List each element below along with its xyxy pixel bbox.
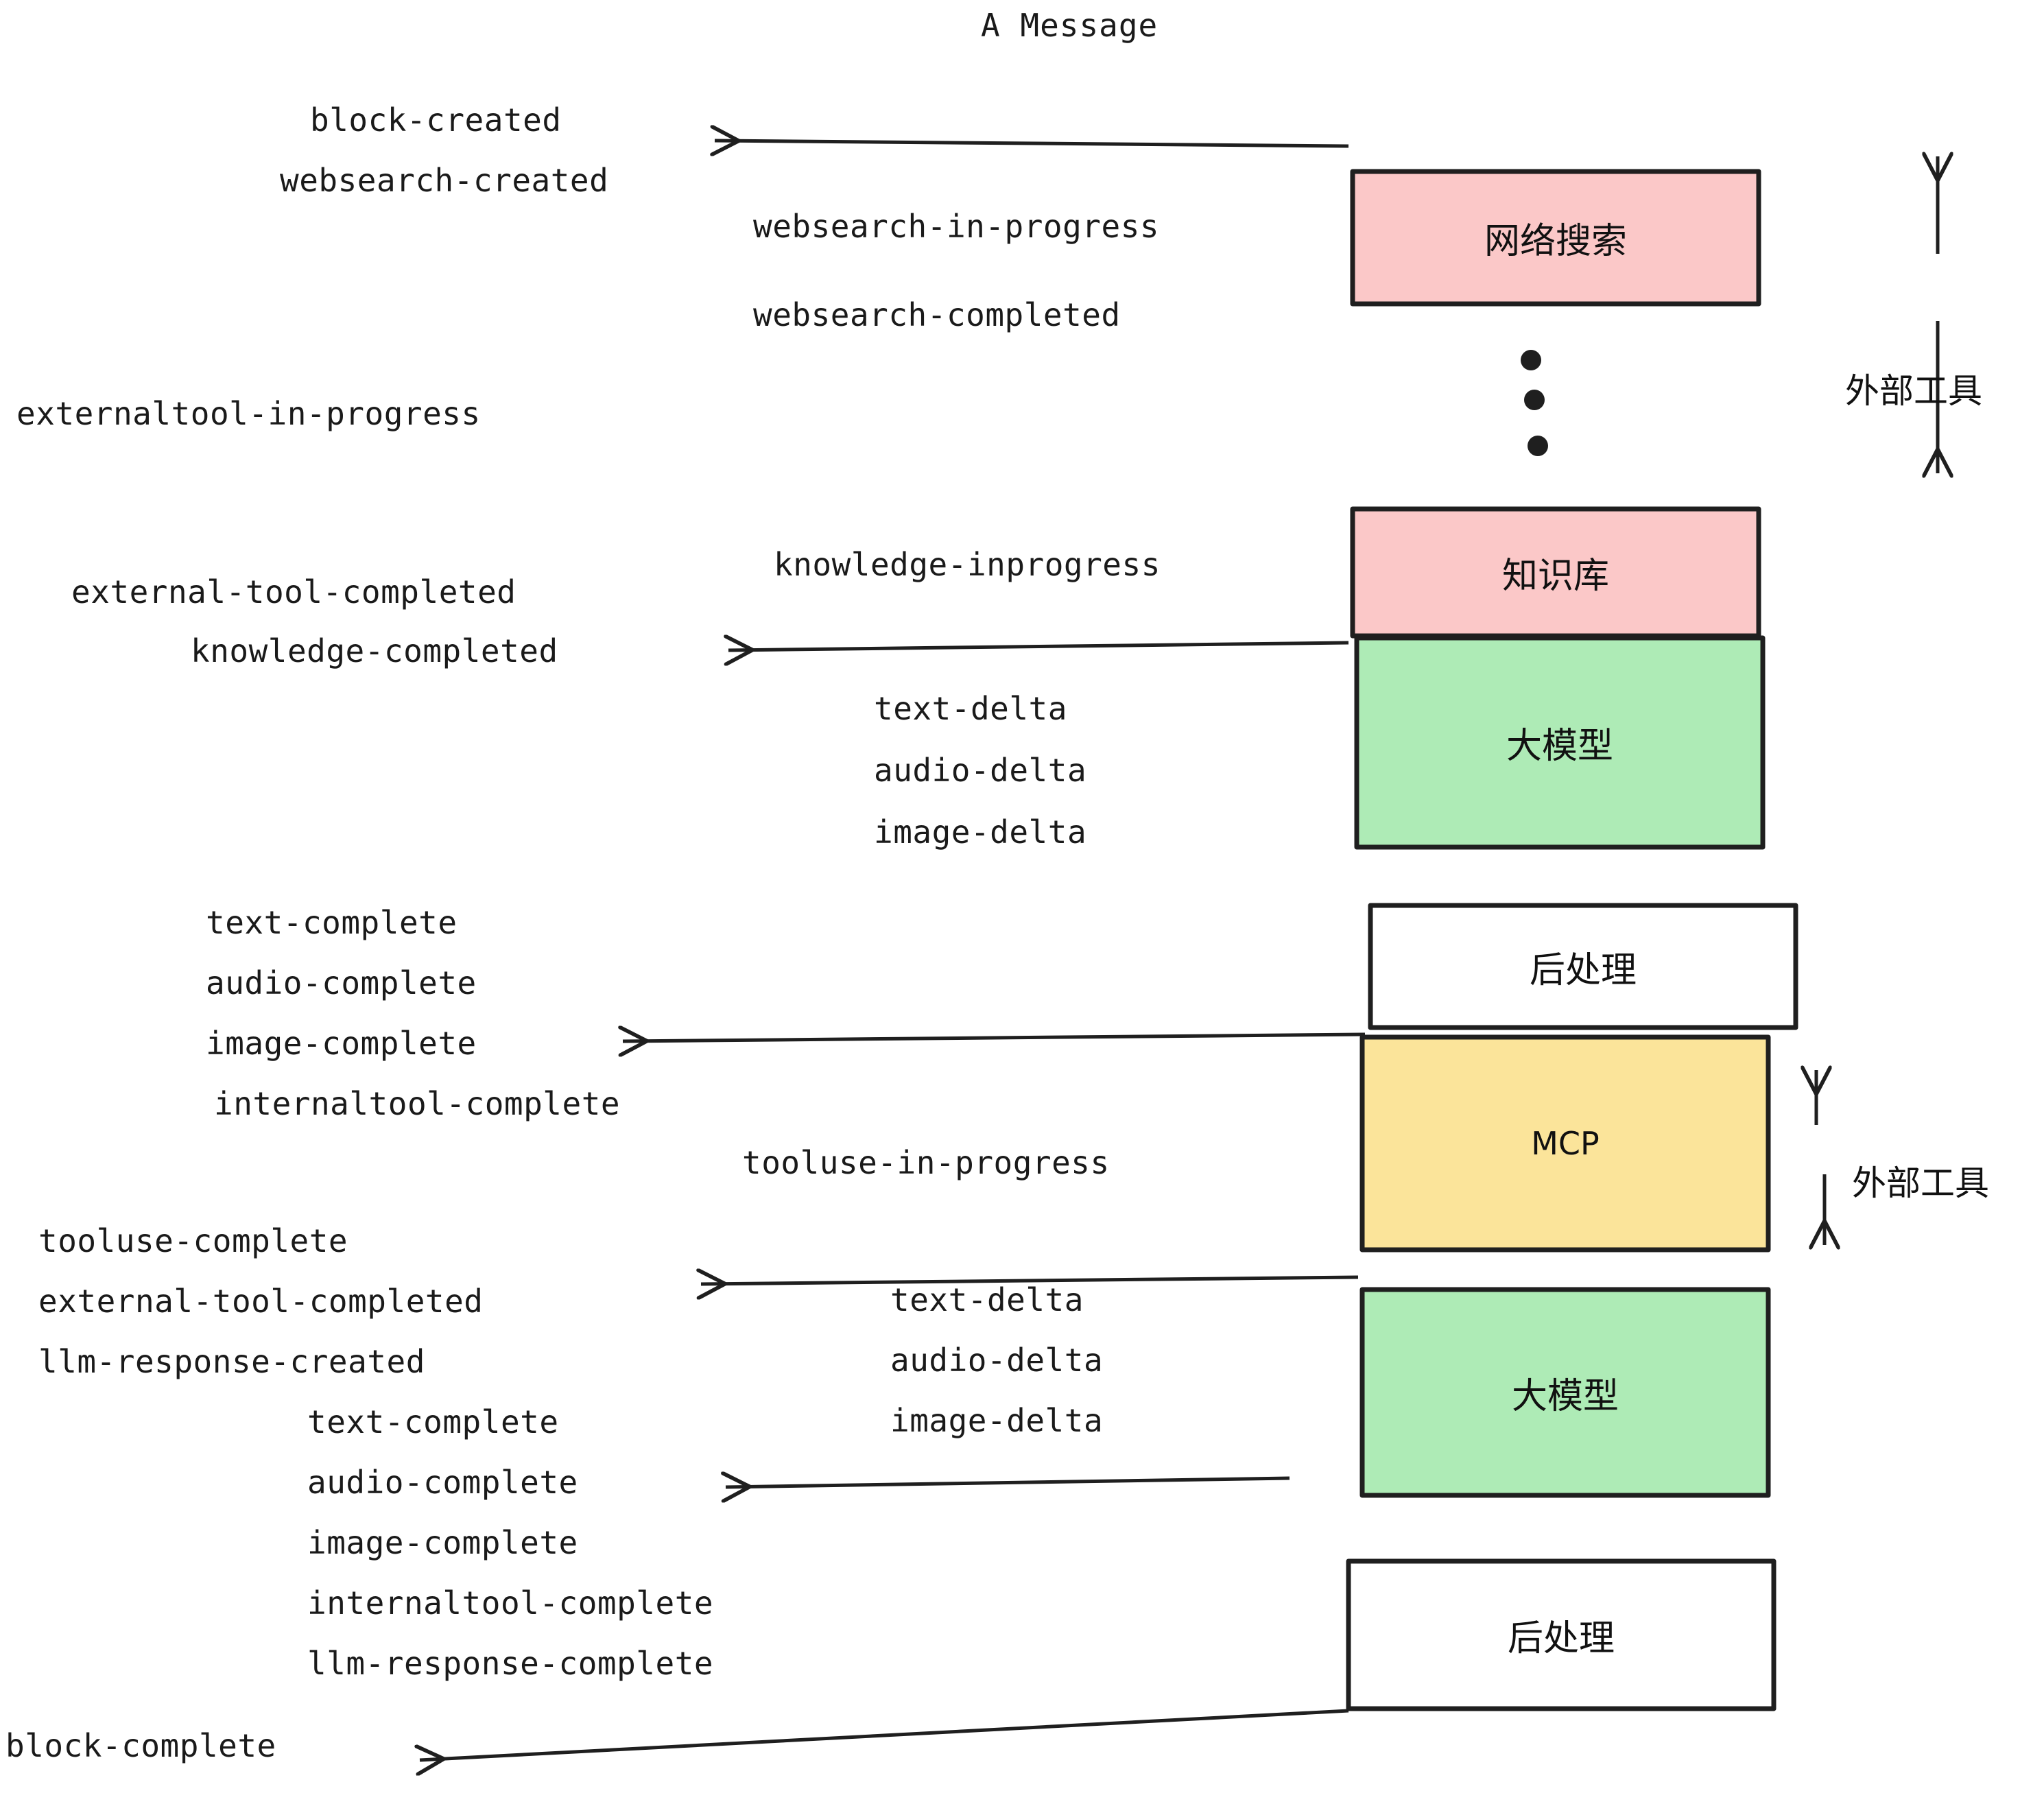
event-label-text-complete-1: text-complete: [206, 904, 457, 941]
node-box-websearch: [1350, 169, 1761, 307]
arrow-audio-complete: [726, 1478, 1290, 1487]
event-label-text-complete-2: text-complete: [307, 1403, 559, 1440]
event-label-image-delta-1: image-delta: [874, 814, 1087, 851]
arrow-image-complete: [623, 1034, 1366, 1041]
flow-arrows: [420, 141, 1366, 1760]
event-label-image-complete-1: image-complete: [206, 1025, 477, 1062]
event-label-knowledge-inprogress: knowledge-inprogress: [774, 546, 1161, 583]
event-label-internaltool-complete-2: internaltool-complete: [307, 1585, 714, 1622]
event-label-tooluse-in-progress: tooluse-in-progress: [742, 1144, 1110, 1181]
ellipsis-dot-3: [1528, 436, 1548, 456]
event-label-audio-complete-2: audio-complete: [307, 1464, 578, 1501]
event-label-externaltool-in-progress: externaltool-in-progress: [16, 395, 481, 432]
node-box-mcp: [1359, 1034, 1771, 1253]
event-label-knowledge-completed: knowledge-completed: [191, 632, 558, 669]
arrow-knowledge-done: [728, 643, 1349, 650]
event-label-external-tool-completed-2: external-tool-completed: [38, 1283, 484, 1320]
event-label-image-delta-2: image-delta: [890, 1402, 1104, 1439]
node-box-knowledge: [1350, 506, 1761, 639]
event-label-websearch-created: websearch-created: [280, 162, 609, 199]
event-label-text-delta-1: text-delta: [874, 690, 1067, 727]
event-label-text-delta-2: text-delta: [890, 1281, 1084, 1318]
side-arrows: [1816, 156, 1938, 1245]
event-label-llm-response-complete: llm-response-complete: [307, 1645, 714, 1682]
node-box-post-2: [1346, 1558, 1776, 1711]
arrow-tooluse-done: [701, 1277, 1359, 1284]
event-label-websearch-completed: websearch-completed: [753, 296, 1121, 333]
node-boxes: [1346, 169, 1798, 1711]
event-label-block-created: block-created: [310, 102, 562, 139]
event-label-external-tool-completed-1: external-tool-completed: [71, 573, 516, 610]
side-label-external-tool-top: 外部工具: [1845, 371, 1982, 411]
ellipsis-dot-2: [1524, 390, 1545, 410]
event-label-tooluse-complete: tooluse-complete: [38, 1222, 348, 1259]
side-label-external-tool-bottom: 外部工具: [1852, 1163, 1989, 1203]
node-box-post-1: [1368, 903, 1798, 1030]
event-label-block-complete: block-complete: [5, 1727, 276, 1764]
page-title: A Message: [981, 7, 1158, 44]
event-label-audio-delta-1: audio-delta: [874, 752, 1087, 789]
event-label-internaltool-complete-1: internaltool-complete: [214, 1085, 621, 1122]
event-label-audio-delta-2: audio-delta: [890, 1342, 1104, 1379]
event-label-llm-response-created: llm-response-created: [38, 1343, 425, 1380]
event-label-audio-complete-1: audio-complete: [206, 964, 477, 1001]
node-box-llm-1: [1354, 635, 1766, 850]
event-label-websearch-in-progress: websearch-in-progress: [753, 208, 1160, 245]
event-label-image-complete-2: image-complete: [307, 1524, 578, 1561]
arrow-block-created: [715, 141, 1349, 146]
vertical-ellipsis: [1521, 350, 1548, 456]
arrow-block-complete: [420, 1709, 1349, 1760]
ellipsis-dot-1: [1521, 350, 1541, 370]
node-box-llm-2: [1359, 1287, 1771, 1498]
